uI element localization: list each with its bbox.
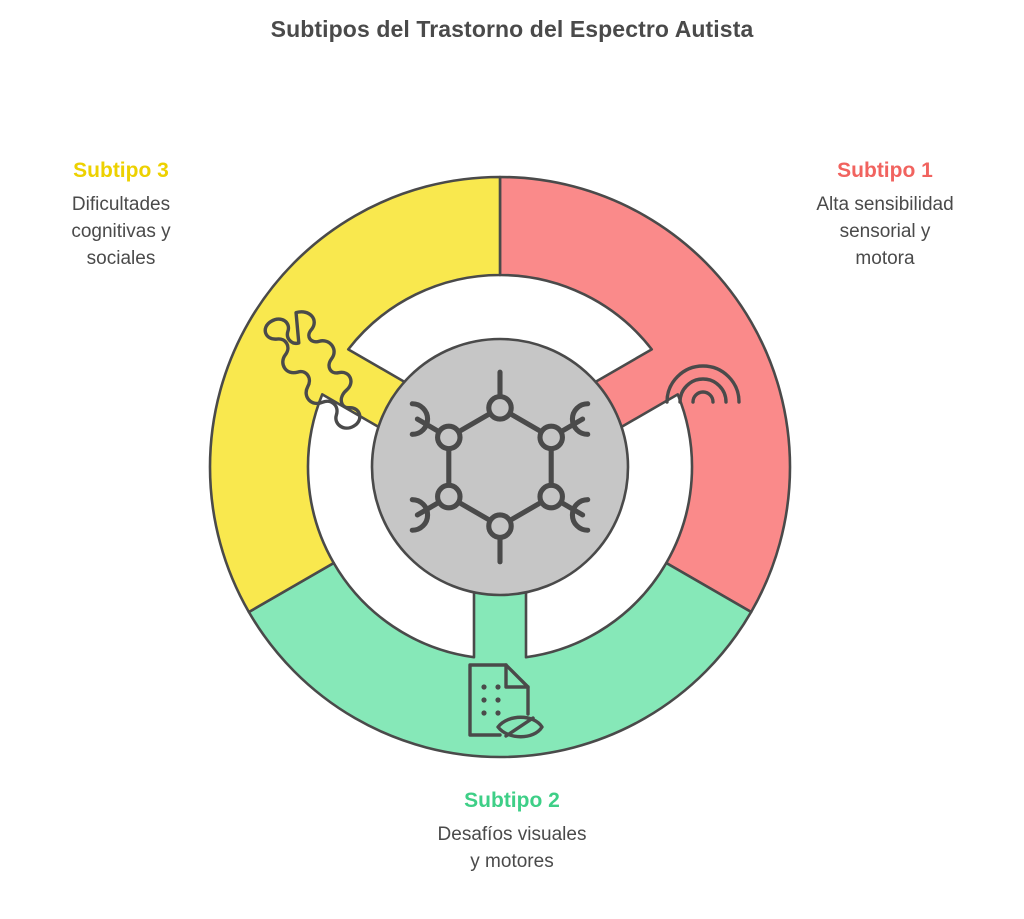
callout-line: Dificultades — [71, 194, 171, 216]
callout-subtipo-1-description: Alta sensibilidad sensorial y motora — [770, 192, 1000, 273]
callout-subtipo-1-heading: Subtipo 1 — [837, 159, 933, 182]
braille-document-icon — [468, 663, 544, 739]
callout-subtipo-3-heading: Subtipo 3 — [73, 159, 169, 182]
callout-subtipo-1: Subtipo 1 Alta sensibilidad sensorial y … — [770, 158, 1000, 273]
callout-line: cognitivas y — [71, 221, 171, 243]
rainbow-arcs-icon — [665, 364, 741, 404]
molecule-hexagon-icon — [409, 369, 591, 565]
callout-subtipo-3: Subtipo 3 Dificultades cognitivas y soci… — [12, 158, 230, 273]
page-title: Subtipos del Trastorno del Espectro Auti… — [270, 16, 754, 42]
callout-subtipo-2: Subtipo 2 Desafíos visuales y motores — [347, 788, 677, 876]
callout-line: Desafíos visuales — [437, 824, 587, 846]
callout-line: Alta sensibilidad — [816, 194, 954, 216]
callout-subtipo-2-heading: Subtipo 2 — [464, 789, 560, 812]
segment-subtipo-3[interactable] — [208, 175, 502, 614]
callout-subtipo-2-description: Desafíos visuales y motores — [347, 822, 677, 876]
puzzle-piece-icon — [263, 310, 362, 430]
callout-subtipo-3-description: Dificultades cognitivas y sociales — [12, 192, 230, 273]
callout-line: motora — [855, 248, 915, 270]
center-hub — [370, 337, 630, 597]
callout-line: y motores — [470, 851, 554, 873]
callout-line: sensorial y — [839, 221, 931, 243]
callout-line: sociales — [86, 248, 156, 270]
